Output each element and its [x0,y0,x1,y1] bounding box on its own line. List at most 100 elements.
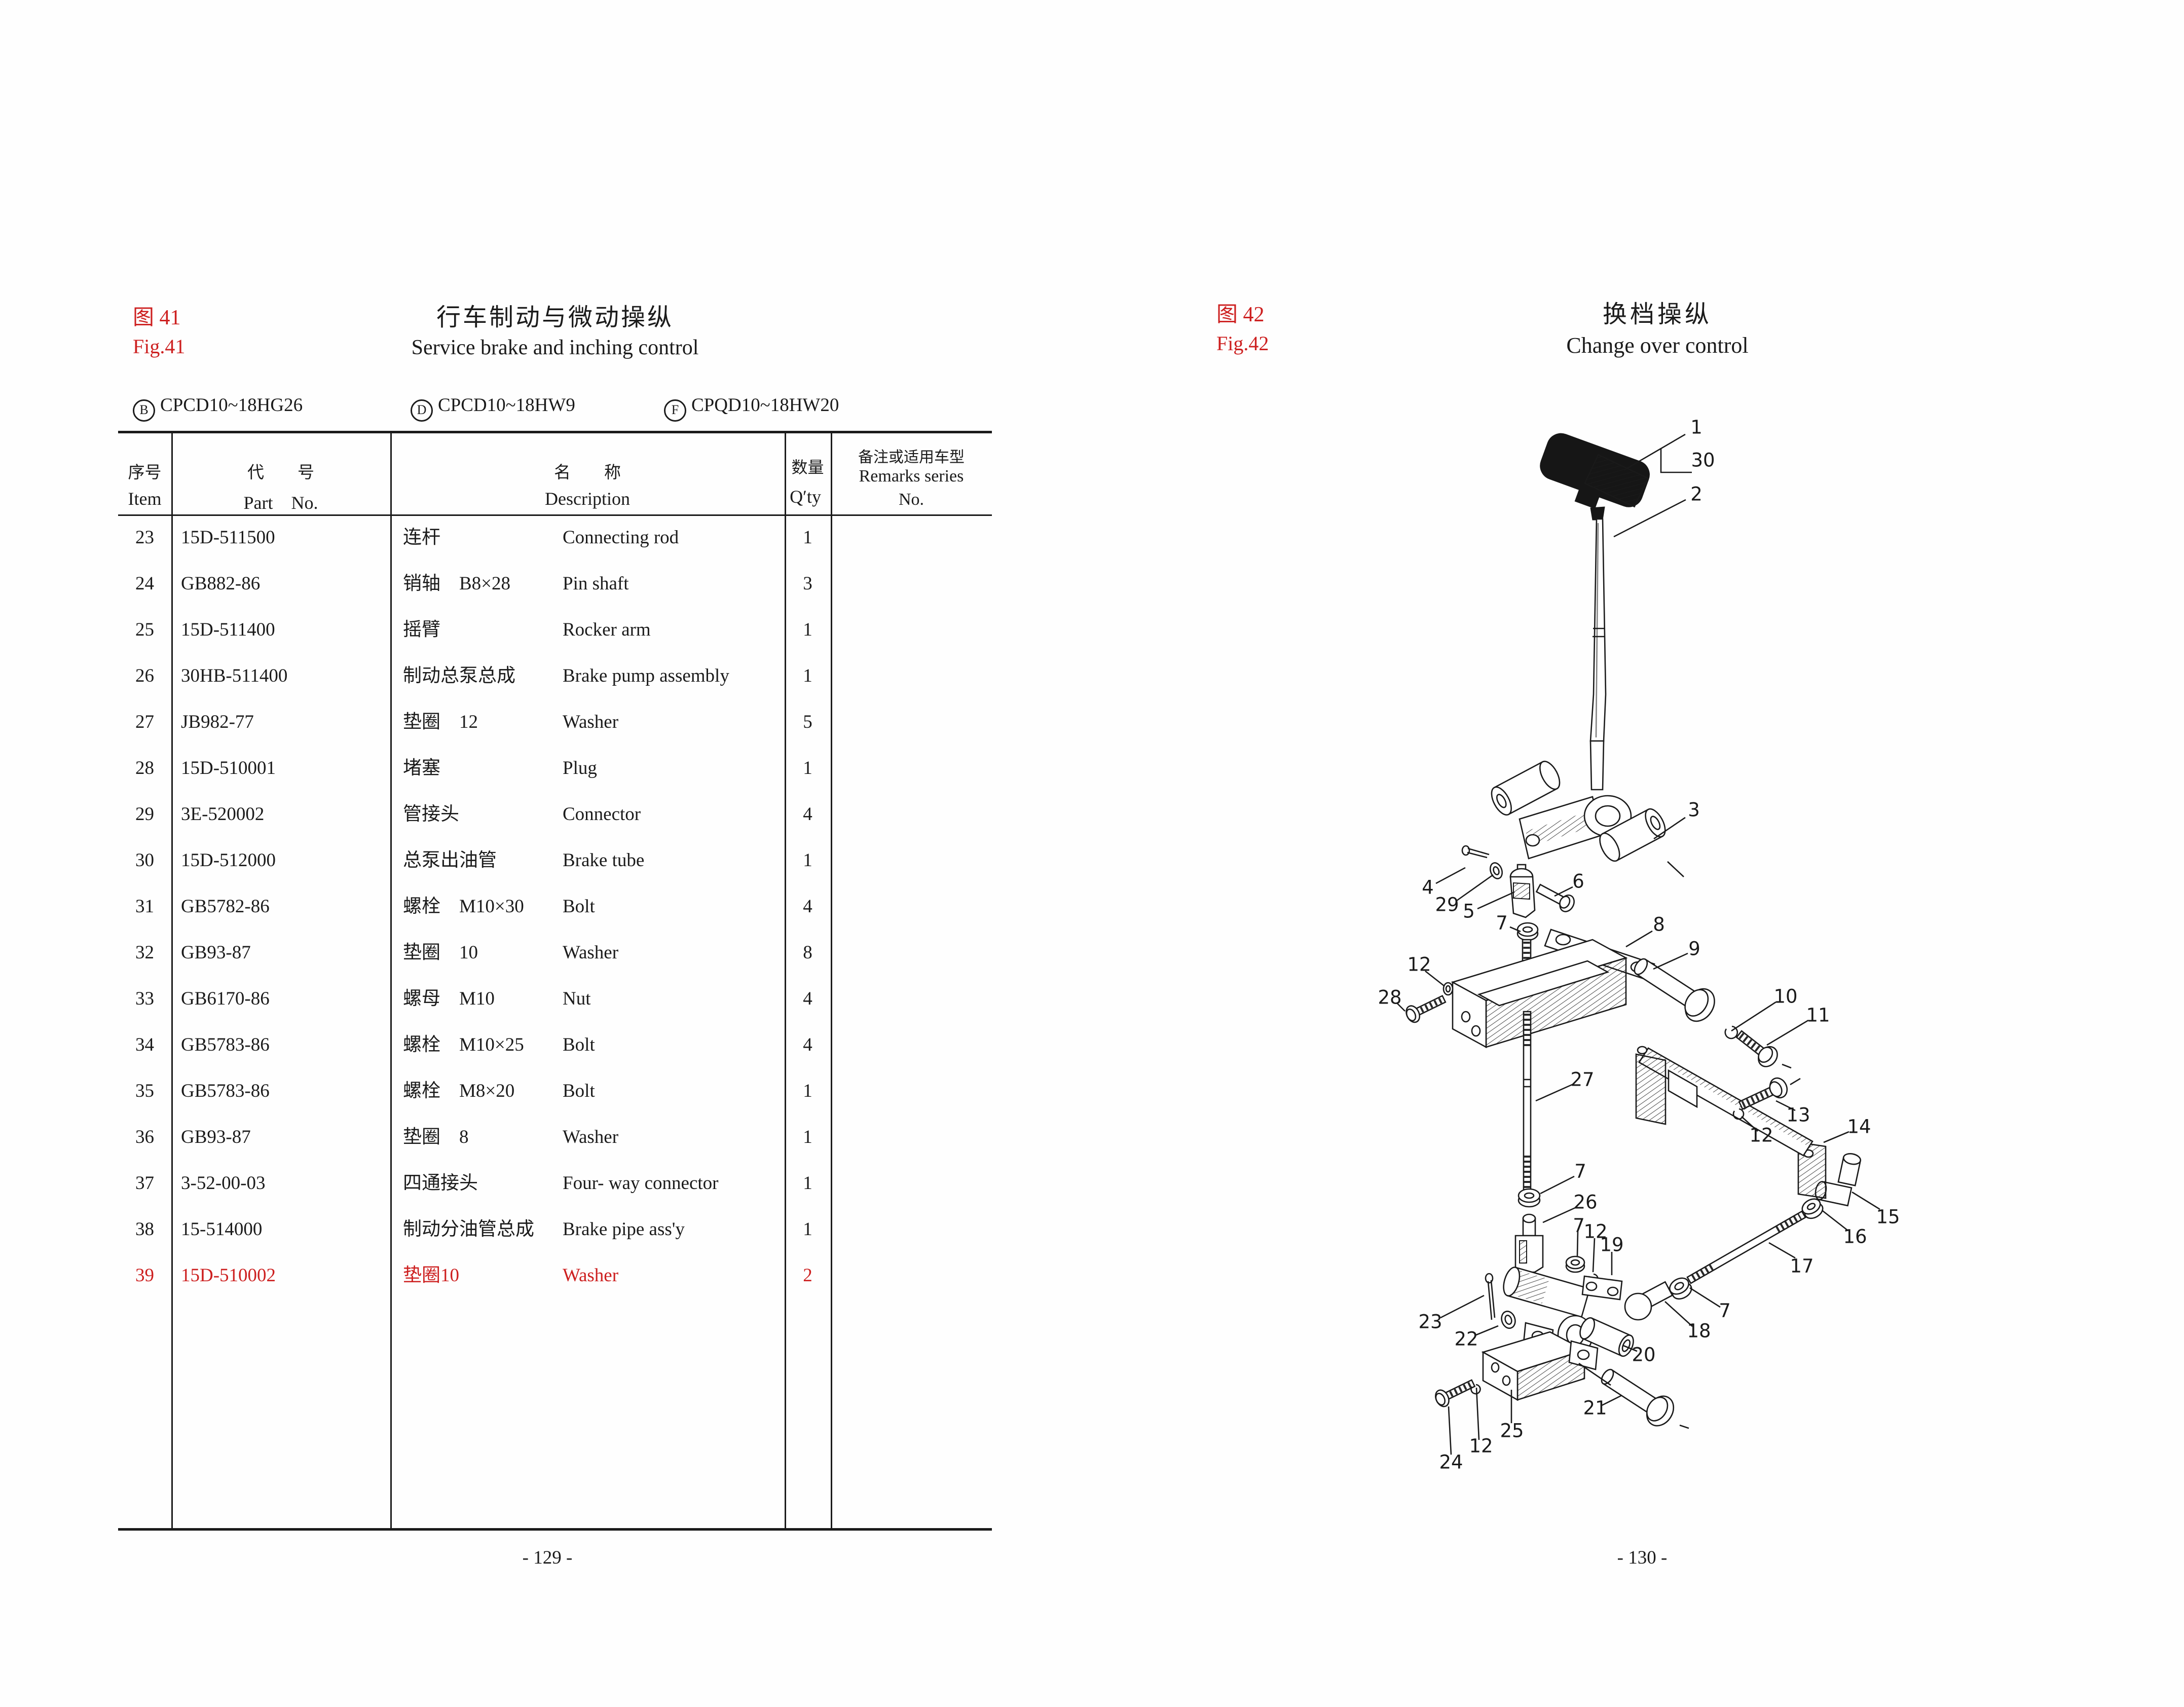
cell-qty: 4 [803,1034,812,1055]
clevis-pin-21 [1601,1368,1675,1427]
shift-lever [1589,518,1607,791]
elbow-15 [1815,1153,1862,1207]
cell-qty: 1 [803,1127,812,1147]
leader-line [1822,1210,1848,1232]
cell-item: 26 [135,665,154,686]
cell-part: 15D-511400 [181,619,275,640]
callout-19: 19 [1600,1234,1623,1256]
callout-20: 20 [1632,1344,1655,1366]
leader-line [1509,926,1521,933]
cell-qty: 1 [803,527,812,548]
cell-en: Bolt [563,896,595,917]
callout-30: 30 [1691,450,1715,471]
cell-en: Washer [563,942,619,963]
leader-line [1667,861,1684,877]
cell-zh: 总泵出油管 [403,850,497,871]
callout-11: 11 [1806,1005,1830,1026]
leader-line [1624,433,1686,471]
cell-qty: 1 [803,850,812,871]
page-title-en: Service brake and inching control [411,336,699,359]
callout-8: 8 [1653,914,1665,936]
cell-qty: 1 [803,665,812,686]
knob-neck [1590,506,1605,521]
cell-qty: 4 [803,988,812,1009]
cell-item: 27 [135,712,154,732]
cell-zh: 螺栓 M10×30 [403,896,524,917]
cotter-pin-23 [1485,1273,1496,1320]
cell-item: 39 [135,1265,154,1286]
ball-joint-18 [1624,1281,1674,1321]
washer-12b [1732,1108,1745,1120]
cell-qty: 5 [803,712,812,732]
cell-item: 33 [135,988,154,1009]
fig42-label-zh: 图 42 [1216,303,1265,326]
tie-rod-17 [1686,1210,1806,1284]
col-header-desc-en: Description [545,489,630,509]
screw-24 [1435,1379,1476,1407]
cell-part: GB93-87 [181,1127,251,1147]
bolt-6 [1535,883,1575,912]
cell-item: 38 [135,1219,154,1240]
cell-item: 29 [135,804,154,825]
washer-29 [1490,862,1503,879]
bolt-13 [1738,1077,1788,1110]
cell-item: 25 [135,619,154,640]
header-separator [118,514,992,516]
leader-line [1397,1003,1405,1012]
callout-28: 28 [1378,987,1401,1009]
cell-qty: 1 [803,1173,812,1194]
callout-14: 14 [1847,1116,1871,1138]
leader-line [1679,1424,1689,1429]
cell-part: GB5782-86 [181,896,270,917]
callout-7: 7 [1496,912,1508,934]
leader-line [1775,1100,1796,1111]
callout-21: 21 [1583,1397,1607,1419]
cell-en: Rocker arm [563,619,651,640]
callout-12: 12 [1749,1125,1773,1146]
cell-zh: 堵塞 [403,758,440,778]
cell-qty: 8 [803,942,812,963]
model-badge: D [411,399,433,422]
cell-item: 31 [135,896,154,917]
callout-12: 12 [1469,1435,1493,1457]
cell-qty: 4 [803,804,812,825]
leader-line [1456,874,1494,902]
leader-line [1448,1406,1452,1455]
cell-part: GB93-87 [181,942,251,963]
col-header-qty-en: Q′ty [790,487,821,507]
cell-en: Washer [563,712,619,732]
cell-zh: 四通接头 [403,1173,478,1194]
cell-qty: 1 [803,1219,812,1240]
cell-zh: 螺栓 M8×20 [403,1081,515,1101]
support-bracket [1451,939,1628,1049]
cell-item: 24 [135,573,154,594]
cell-part: 15D-512000 [181,850,276,871]
leader-line [1542,1206,1577,1223]
callout-9: 9 [1688,938,1700,960]
link-19 [1581,1275,1623,1301]
cell-en: Brake pump assembly [563,665,729,686]
parts-table: 序号 Item 代 号 Part No. 名 称 Description 数量 … [118,431,992,1531]
callout-12: 12 [1407,954,1431,976]
fig41-label-en: Fig.41 [133,335,186,358]
leader-line [1768,1242,1796,1259]
col-header-part-en: Part No. [243,493,318,513]
cell-zh: 垫圈 12 [403,712,478,732]
cell-zh: 连杆 [403,527,440,548]
cell-part: 15D-510001 [181,758,276,778]
cell-zh: 垫圈 8 [403,1127,469,1147]
cell-item: 35 [135,1081,154,1101]
callout-24: 24 [1439,1452,1463,1473]
leader-line [1578,1362,1611,1386]
cell-qty: 1 [803,1081,812,1101]
cell-zh: 制动总泵总成 [403,665,515,686]
cell-en: Connector [563,804,641,825]
leader-line [1782,1063,1792,1069]
